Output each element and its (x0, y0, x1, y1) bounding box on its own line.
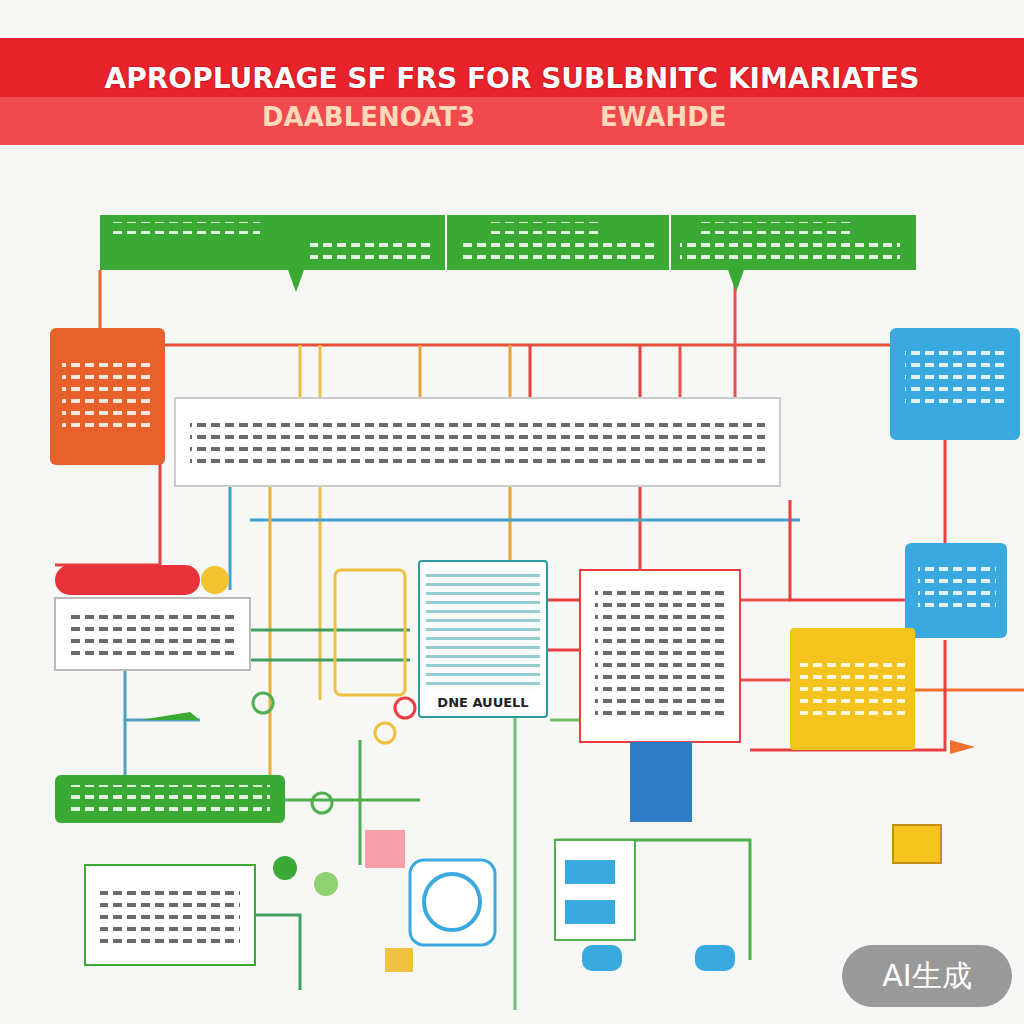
watermark: AI生成 (842, 945, 1012, 1007)
diagram-title: APROPLURAGE SF FRS FOR SUBLBNITC KIMARIA… (0, 62, 1024, 95)
process-box: DNE AUUELL (418, 560, 548, 718)
subtitle-band (0, 97, 1024, 145)
box-label: DNE AUUELL (437, 695, 528, 710)
box-stripes (426, 568, 540, 689)
subtitle-text: DAABLENOAT3 (262, 102, 475, 132)
subtitle-text: EWAHDE (600, 102, 727, 132)
